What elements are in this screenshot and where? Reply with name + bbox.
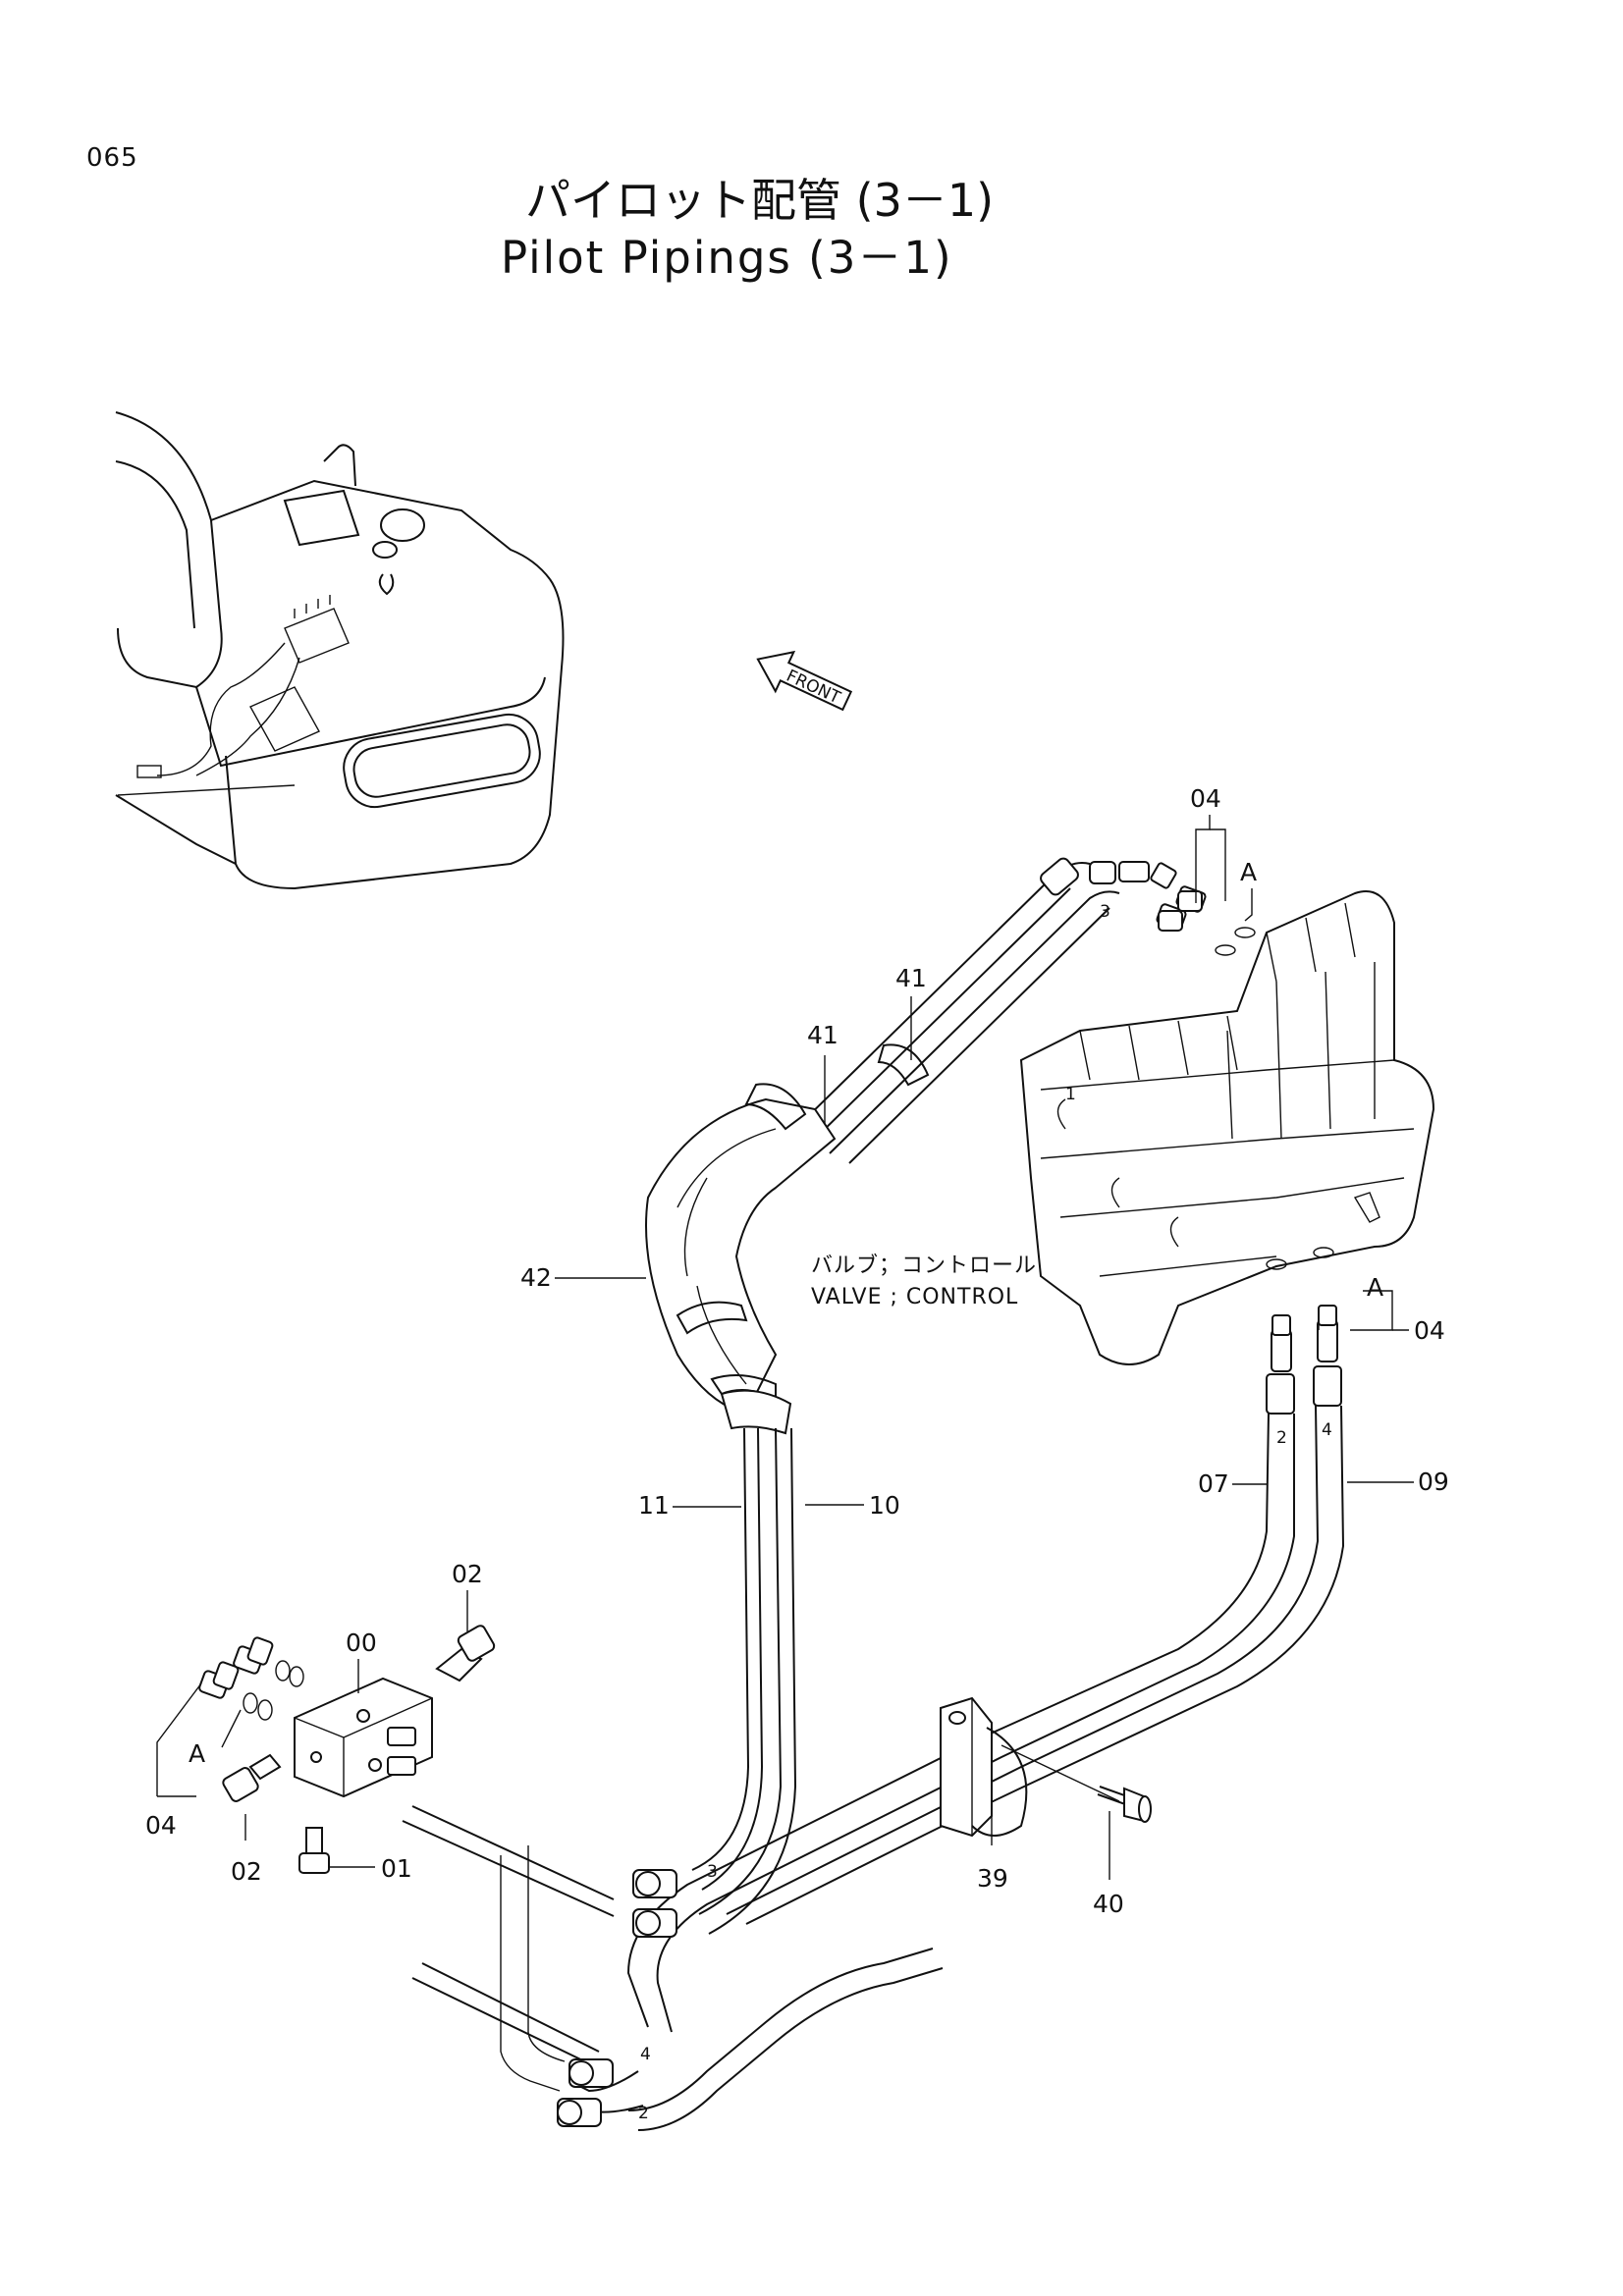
- leader-lines: [156, 815, 1414, 1880]
- fitting-02-upper: [435, 1625, 496, 1682]
- protective-sleeve: [645, 1043, 930, 1435]
- callout-42: 42: [520, 1263, 552, 1292]
- hose-number-4-lower: 4: [640, 2045, 651, 2064]
- callout-09: 09: [1418, 1468, 1449, 1496]
- callout-04-left: 04: [145, 1811, 177, 1840]
- callout-04-top: 04: [1190, 784, 1221, 813]
- callout-10: 10: [869, 1491, 900, 1520]
- fitting-02-lower: [222, 1753, 282, 1802]
- front-label: FRONT: [784, 667, 844, 709]
- front-arrow: FRONT: [756, 650, 853, 712]
- callout-07: 07: [1198, 1469, 1229, 1498]
- machine-overview: [115, 411, 565, 890]
- callout-04-right: 04: [1414, 1316, 1445, 1345]
- manifold-block: [294, 1677, 433, 1798]
- callout-02-top: 02: [452, 1560, 483, 1588]
- hoses-10-11: 3: [691, 1427, 797, 1935]
- control-valve: [1019, 890, 1435, 1365]
- bolt-01: [298, 1827, 330, 1874]
- lower-crossing-hoses: 4 2: [402, 1805, 944, 2131]
- hose-number-3-top: 3: [1100, 902, 1110, 922]
- callout-40: 40: [1093, 1890, 1124, 1918]
- callout-01: 01: [381, 1854, 412, 1883]
- hose-number-4-right: 4: [1322, 1420, 1332, 1440]
- callout-41-upper: 41: [895, 964, 927, 992]
- fittings-04-valve-bottom: [1271, 1305, 1337, 1336]
- hose-number-1-top: 1: [1065, 1085, 1076, 1104]
- bracket-39: [940, 1696, 1028, 1838]
- section-mark-a-right: A: [1367, 1273, 1383, 1302]
- valve-label-english: VALVE ; CONTROL: [811, 1285, 1018, 1309]
- title-japanese: パイロット配管 (3－1): [525, 174, 995, 227]
- fittings-04-left: [198, 1636, 304, 1721]
- bolt-40: [1097, 1786, 1152, 1823]
- title-english: Pilot Pipings (3－1): [501, 232, 953, 284]
- callout-11: 11: [638, 1491, 670, 1520]
- page-number: 065: [86, 143, 138, 173]
- callout-39: 39: [977, 1864, 1008, 1893]
- hose-number-2-lower: 2: [638, 2104, 649, 2123]
- hose-number-2-right: 2: [1276, 1428, 1287, 1448]
- callout-labels: 04 A 41 41 42 A 04 11 10 07 09 02 00 A 0…: [145, 784, 1449, 1918]
- callout-41-lower: 41: [807, 1021, 839, 1049]
- section-mark-a-top: A: [1240, 858, 1257, 886]
- section-mark-a-left: A: [189, 1739, 205, 1768]
- callout-00: 00: [346, 1629, 377, 1657]
- callout-02-bottom: 02: [231, 1857, 262, 1886]
- valve-label-japanese: バルブ；コントロール: [811, 1254, 1037, 1278]
